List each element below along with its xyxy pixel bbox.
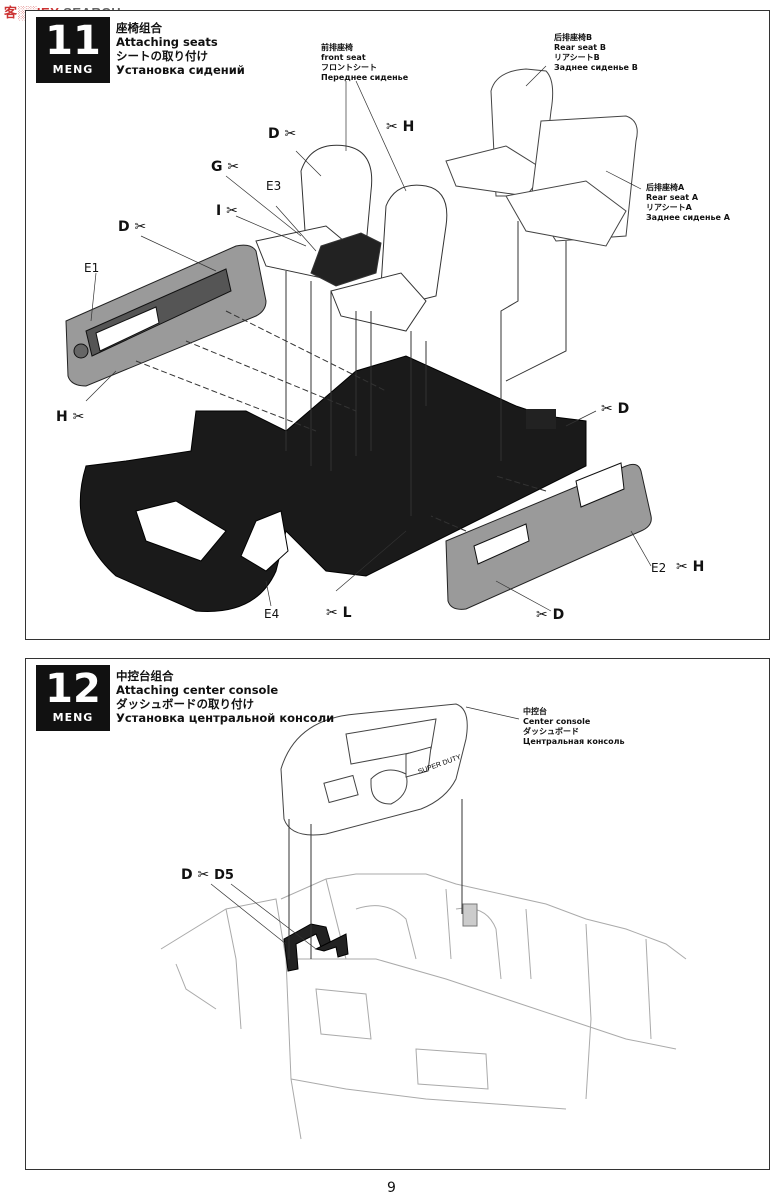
part-number-e4: E4 — [264, 607, 280, 621]
hobby-knife-icon: ✂ — [72, 409, 85, 425]
hobby-knife-icon: ✂ — [676, 559, 688, 575]
assembly-guide-lines — [135, 221, 567, 532]
leader-lines — [210, 706, 520, 950]
center-console-drawing: SUPER DUTY — [160, 703, 687, 1140]
part-code-d: D ✂ — [118, 219, 147, 235]
page-number: 9 — [387, 1180, 396, 1196]
part-number-d5: D5 — [214, 868, 234, 883]
part-code-l: ✂ L — [326, 605, 352, 621]
step-title-zh: 座椅组合 — [116, 21, 162, 35]
hobby-knife-icon: ✂ — [326, 605, 338, 621]
front-seats-drawing — [255, 144, 448, 332]
step-title-en: Attaching seats — [116, 35, 218, 49]
hobby-knife-icon: ✂ — [134, 219, 147, 235]
brand-logo: MENG — [52, 63, 94, 76]
part-number-e3: E3 — [266, 179, 282, 193]
step-12-panel: SUPER DUTY — [25, 658, 770, 1170]
assembly-guide-lines — [288, 799, 463, 959]
hobby-knife-icon: ✂ — [197, 867, 210, 883]
left-door-panel-drawing — [65, 244, 267, 387]
step-title-en: Attaching center console — [116, 683, 279, 697]
step-title-jp: ダッシュボードの取り付け — [116, 697, 254, 711]
leader-lines — [85, 65, 652, 612]
hobby-knife-icon: ✂ — [227, 159, 240, 175]
part-code-i: I ✂ — [216, 203, 238, 219]
part-code-d: D ✂ D5 — [181, 867, 234, 883]
step-11-panel: 11 MENG 座椅组合 Attaching seats シートの取り付け Ус… — [25, 10, 770, 640]
part-code-h: ✂ H — [676, 559, 705, 575]
part-code-d: ✂ D — [536, 607, 565, 623]
step-number: 11 — [45, 18, 101, 64]
step-title-block: 座椅组合 Attaching seats シートの取り付け Установка … — [116, 21, 245, 77]
console-body-drawing — [280, 703, 468, 836]
hobby-knife-icon: ✂ — [601, 401, 613, 417]
step-title-ru: Установка сидений — [116, 63, 245, 77]
part-code-g: G ✂ — [211, 159, 240, 175]
center-console-label: 中控台 Center console ダッシュボード Центральная к… — [523, 707, 625, 746]
step-number: 12 — [45, 666, 101, 712]
rear-seat-a-label: 后排座椅A Rear seat A リアシートA Заднее сиденье … — [646, 183, 730, 222]
brackets-d5-drawing — [283, 923, 349, 972]
part-number-e1: E1 — [84, 261, 100, 275]
part-number-e2: E2 — [651, 561, 667, 575]
part-code-d: D ✂ — [268, 126, 297, 142]
step-title-ru: Установка центральной консоли — [116, 711, 335, 725]
console-placeholder-panel — [462, 903, 478, 927]
hobby-knife-icon: ✂ — [386, 119, 398, 135]
hobby-knife-icon: ✂ — [226, 203, 238, 219]
front-seat-label: 前排座椅 front seat フロントシート Переднее сиденье — [321, 43, 409, 82]
step-title-jp: シートの取り付け — [116, 49, 208, 63]
chassis-floor-drawing — [79, 355, 587, 612]
rear-seat-a-drawing — [505, 115, 638, 247]
step-number-badge: 11 MENG — [36, 17, 110, 83]
step-title-zh: 中控台组合 — [116, 669, 174, 683]
part-code-h: H ✂ — [56, 409, 85, 425]
vehicle-body-outline-drawing — [160, 873, 687, 1140]
brand-logo: MENG — [52, 711, 94, 724]
seats-assembly-drawing — [65, 65, 652, 612]
right-door-panel-drawing — [445, 462, 652, 610]
step-number-badge: 12 MENG — [36, 665, 110, 731]
hobby-knife-icon: ✂ — [536, 607, 548, 623]
part-code-d: ✂ D — [601, 401, 630, 417]
part-code-h: ✂ H — [386, 119, 415, 135]
step-title-block: 中控台组合 Attaching center console ダッシュボードの取… — [116, 669, 334, 725]
hobby-knife-icon: ✂ — [284, 126, 297, 142]
rear-seat-b-label: 后排座椅B Rear seat B リアシートB Заднее сиденье … — [554, 33, 638, 72]
